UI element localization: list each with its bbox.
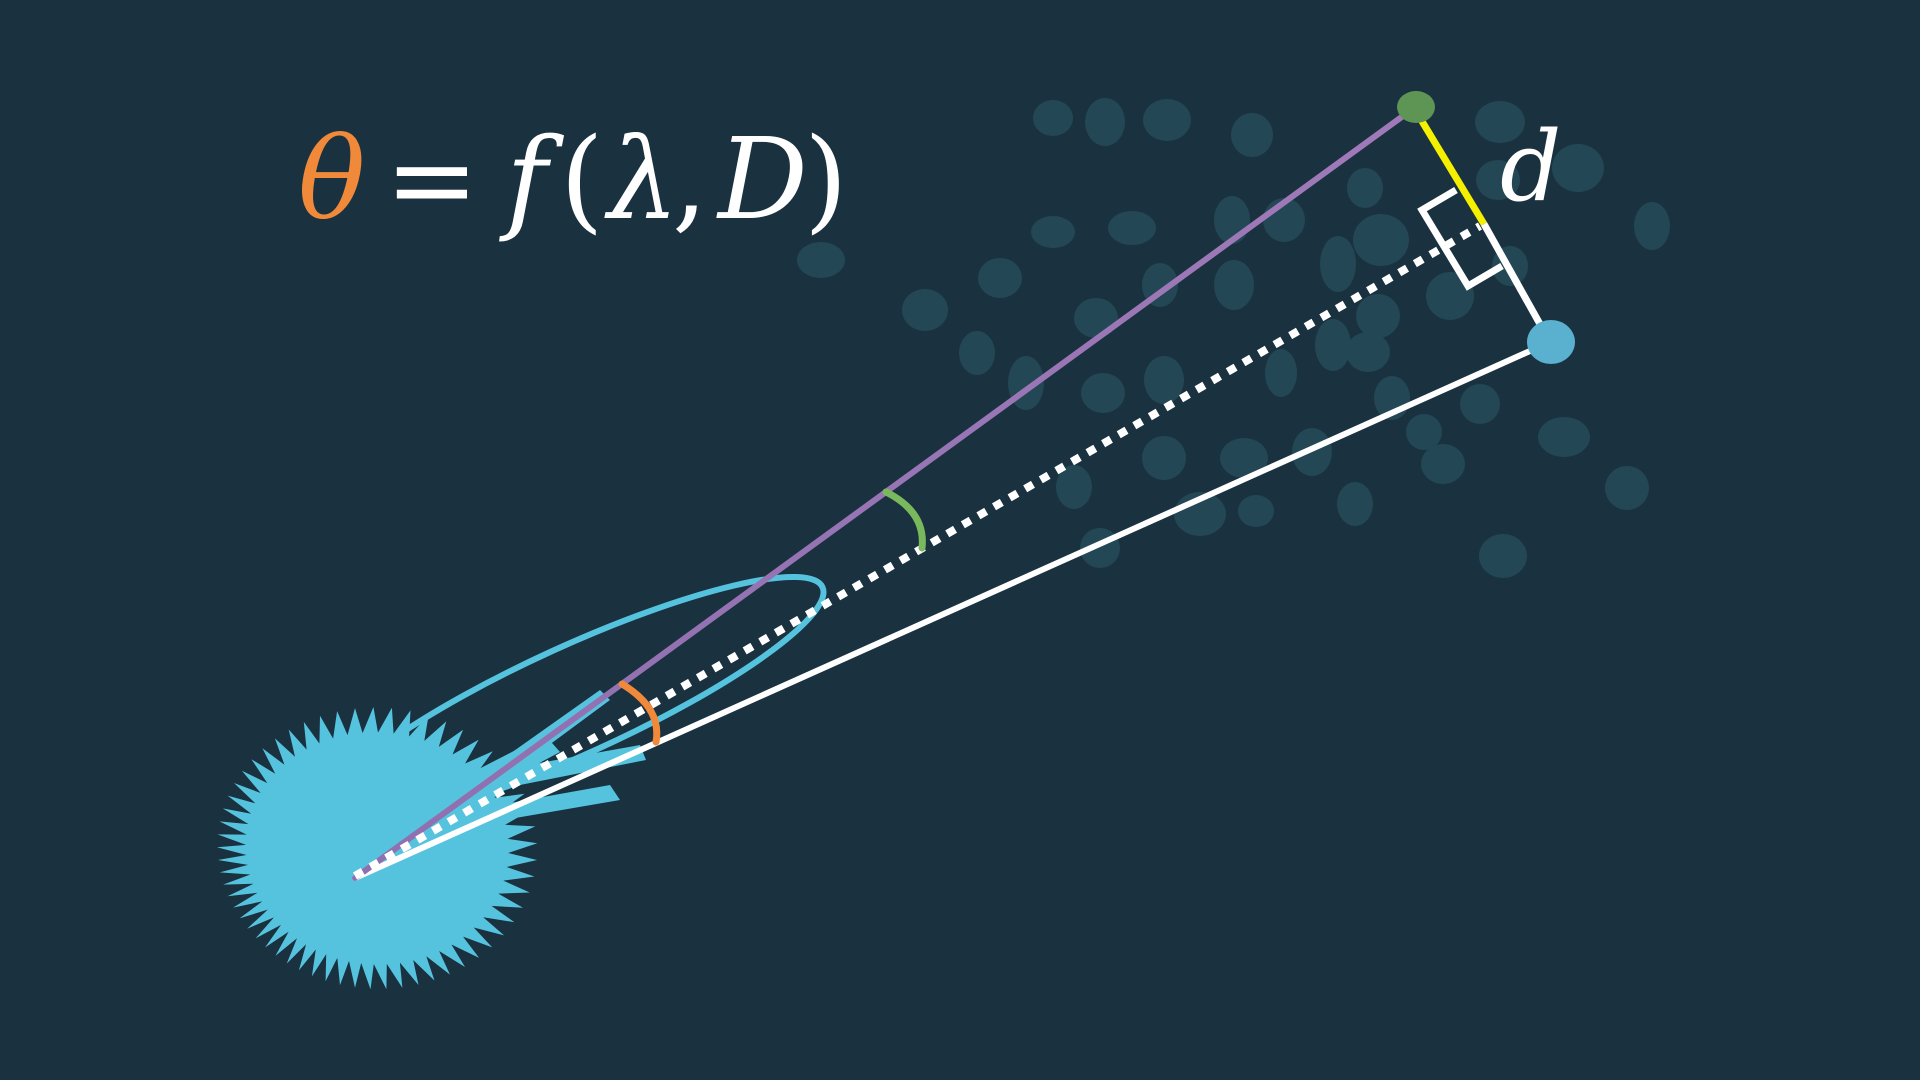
main-lobe	[323, 573, 827, 827]
background-spot	[1142, 436, 1186, 480]
background-spot	[1552, 144, 1604, 192]
background-spot	[1108, 211, 1156, 245]
background-spot	[1346, 332, 1390, 372]
separation-segment-yellow	[1411, 106, 1487, 226]
formula-comma: ,	[672, 115, 708, 245]
background-spot	[1315, 319, 1351, 371]
background-spot	[1356, 294, 1400, 338]
theta-angle-arc	[618, 680, 661, 746]
background-spot	[1421, 444, 1465, 484]
background-spot	[1031, 216, 1075, 248]
background-spot	[1214, 260, 1254, 310]
background-spot	[1476, 160, 1520, 200]
formula-theta: θ	[298, 115, 365, 245]
background-spot	[1353, 214, 1409, 266]
background-spot	[902, 289, 948, 331]
source-point-2	[1527, 320, 1575, 364]
formula-open-paren: (	[560, 115, 604, 245]
formula-lambda: λ	[604, 115, 679, 245]
background-spot	[1426, 272, 1474, 320]
background-spot	[1320, 236, 1356, 292]
background-spot	[978, 258, 1022, 298]
resolution-formula: θ = f ( λ , D )	[298, 115, 848, 245]
background-spot	[959, 331, 995, 375]
line-to-source-2	[352, 339, 1553, 881]
background-spot	[1460, 384, 1500, 424]
formula-function: f	[499, 115, 565, 245]
sidelobe	[470, 785, 620, 825]
background-spot	[1406, 414, 1442, 450]
background-spot	[1605, 466, 1649, 510]
formula-equals: =	[385, 115, 479, 245]
background-spot	[1265, 349, 1297, 397]
background-spot	[1347, 168, 1383, 208]
background-spot	[1085, 98, 1125, 146]
background-spot	[1238, 495, 1274, 527]
background-spot	[1220, 438, 1268, 478]
background-spot	[1033, 100, 1073, 136]
formula-diameter: D	[716, 115, 808, 245]
background-spot	[1475, 101, 1525, 143]
telescope-beam-pattern-icon	[217, 573, 827, 990]
background-spot	[1144, 356, 1184, 404]
green-angle-arc	[882, 488, 926, 552]
background-spot	[1634, 202, 1670, 250]
separation-label: d	[1500, 111, 1561, 223]
formula-close-paren: )	[804, 115, 848, 245]
background-spot	[1337, 482, 1373, 526]
background-spot	[1538, 417, 1590, 457]
background-spot	[1143, 99, 1191, 141]
separation-segment-white	[1480, 222, 1554, 344]
background-spot	[1231, 113, 1273, 157]
background-spot	[1074, 298, 1118, 338]
background-spot	[797, 242, 845, 278]
background-spot	[1479, 534, 1527, 578]
background-spot	[1056, 465, 1092, 509]
bisector-dotted-line	[352, 222, 1483, 880]
right-angle-marker-icon	[1417, 186, 1504, 291]
source-point-1	[1397, 91, 1435, 123]
background-spot	[1081, 373, 1125, 413]
